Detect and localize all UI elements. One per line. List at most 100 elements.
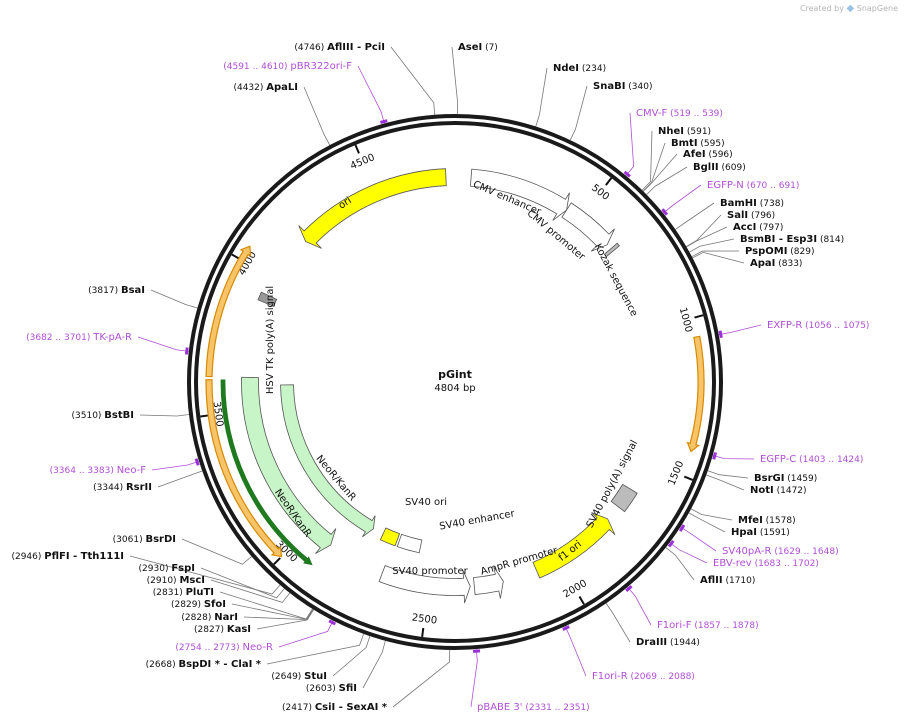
site-label-kasi[interactable]: (2827) KasI: [194, 624, 251, 635]
feature-cmv-promoter[interactable]: [561, 202, 615, 252]
site-label-hpai[interactable]: HpaI (1591): [731, 527, 790, 538]
site-label-nari[interactable]: (2828) NarI: [181, 612, 238, 623]
feature-sv40-poly-a-signal[interactable]: [610, 483, 638, 513]
primer-name: pBABE 3': [477, 702, 523, 713]
leader-line: [219, 591, 313, 620]
watermark-brand: SnapGene: [856, 4, 898, 13]
site-name: StuI: [304, 671, 327, 682]
site-labels: (4746) AflIII - PciI AseI (7) NdeI (234) Sn…: [11, 42, 869, 713]
site-label-sali[interactable]: SalI (796): [727, 210, 775, 221]
primer-label-tk-pa-r[interactable]: (3682 .. 3701) TK-pA-R: [26, 332, 132, 343]
site-label-snabi[interactable]: SnaBI (340): [593, 81, 652, 92]
leader-line: [451, 46, 458, 115]
site-label-sfoi[interactable]: (2829) SfoI: [171, 599, 226, 610]
primer-label-ebv-rev[interactable]: EBV-rev (1683 .. 1702): [713, 558, 819, 569]
feature-neor-kanr[interactable]: [241, 376, 337, 554]
primer-label-pbabe-3[interactable]: pBABE 3' (2331 .. 2351): [477, 702, 590, 713]
site-pos: (814): [817, 235, 844, 245]
site-label-rsrii[interactable]: (3344) RsrII: [93, 482, 152, 493]
feature-hsv-tk-poly-a-signal[interactable]: [257, 291, 278, 307]
site-label-aflii[interactable]: AflII (1710): [700, 575, 755, 586]
site-label-bsrgi[interactable]: BsrGI (1459): [754, 473, 817, 484]
site-label-msci[interactable]: (2910) MscI: [147, 575, 205, 586]
site-label-apai[interactable]: ApaI (833): [750, 258, 802, 269]
leader-line: [643, 153, 678, 192]
site-pos: (4432): [233, 83, 266, 93]
site-label-bstbi[interactable]: (3510) BstBI: [72, 410, 135, 421]
site-label-afliii[interactable]: (4746) AflIII - PciI: [294, 42, 385, 53]
site-label-ndei[interactable]: NdeI (234): [553, 63, 606, 74]
site-label-fspi[interactable]: (2930) FspI: [139, 563, 195, 574]
feature-egfp[interactable]: [686, 335, 705, 453]
feature-ori[interactable]: [298, 168, 447, 249]
tick-label: 1000: [677, 306, 694, 333]
site-label-draiii[interactable]: DraIII (1944): [636, 637, 700, 648]
site-label-pspomi[interactable]: PspOMI (829): [745, 246, 815, 257]
site-label-csii[interactable]: (2417) CsiI - SexAI *: [282, 702, 388, 713]
primer-label-cmv-f[interactable]: CMV-F (519 .. 539): [636, 108, 723, 119]
feature-sv40-enhancer[interactable]: [396, 533, 423, 554]
primer-label-egfp-c[interactable]: EGFP-C (1403 .. 1424): [760, 454, 863, 465]
site-pos: (2827): [194, 625, 227, 635]
site-name: AseI: [458, 42, 482, 53]
site-label-bsmbi[interactable]: BsmBI - Esp3I (814): [740, 234, 844, 245]
site-pos: (3344): [93, 483, 126, 493]
site-label-bamhi[interactable]: BamHI (738): [720, 198, 784, 209]
primer-label-f1ori-r[interactable]: F1ori-R (2069 .. 2088): [592, 671, 695, 682]
feature-f1-ori[interactable]: [532, 512, 616, 579]
primer-mark-f1ori-r: [562, 625, 570, 631]
feature-neor-kanr-inner[interactable]: [220, 379, 313, 566]
site-label-mfei[interactable]: MfeI (1578): [738, 515, 796, 526]
primer-label-sv40pa-r[interactable]: SV40pA-R (1629 .. 1648): [722, 546, 839, 557]
site-name: SfoI: [204, 599, 226, 610]
leader-line: [707, 470, 749, 479]
feature-neor-kanr[interactable]: [280, 384, 376, 538]
primer-label-neo-r[interactable]: (2754 .. 2773) Neo-R: [175, 642, 273, 653]
site-pos: (1710): [723, 576, 756, 586]
site-label-sfii[interactable]: (2603) SfiI: [306, 683, 357, 694]
site-label-bmti[interactable]: BmtI (595): [671, 138, 725, 149]
site-name: BsrGI: [754, 473, 784, 484]
primer-label-f1ori-f[interactable]: F1ori-F (1857 .. 1878): [657, 620, 759, 631]
site-name2: - PciI: [353, 42, 385, 53]
feature-sv40-ori[interactable]: [379, 527, 401, 547]
feature-egfp[interactable]: [205, 245, 252, 378]
site-name: MscI: [179, 575, 205, 586]
primer-label-egfp-n[interactable]: EGFP-N (670 .. 691): [707, 180, 799, 191]
site-label-bspdi[interactable]: (2668) BspDI * - ClaI *: [146, 659, 262, 670]
features: [205, 168, 705, 604]
primer-pos: (519 .. 539): [667, 109, 723, 119]
feature-sv40-promoter[interactable]: [378, 565, 471, 604]
site-label-asei[interactable]: AseI (7): [458, 42, 498, 53]
site-label-bsrdi[interactable]: (3061) BsrDI: [113, 534, 176, 545]
primer-label-pbr322ori-f[interactable]: (4591 .. 4610) pBR322ori-F: [223, 61, 352, 72]
site-label-nhei[interactable]: NheI (591): [658, 126, 711, 137]
site-label-acci[interactable]: AccI (797): [733, 222, 783, 233]
site-label-bsai[interactable]: (3817) BsaI: [88, 285, 145, 296]
site-pos: (2649): [271, 672, 304, 682]
feature-kozak-sequence[interactable]: [603, 242, 620, 258]
site-name: MfeI: [738, 515, 763, 526]
site-name: NdeI: [553, 63, 579, 74]
site-name: SnaBI: [593, 81, 625, 92]
feature-ampr-promoter[interactable]: [473, 566, 504, 599]
leader-line: [686, 214, 722, 247]
leader-line: [686, 226, 728, 248]
leader-line: [625, 112, 635, 176]
site-pos: (340): [625, 82, 652, 92]
primer-label-neo-f[interactable]: (3364 .. 3383) Neo-F: [50, 465, 147, 476]
site-label-noti[interactable]: NotI (1472): [750, 485, 807, 496]
leader-line: [718, 324, 762, 335]
site-label-stui[interactable]: (2649) StuI: [271, 671, 327, 682]
primer-label-exfp-r[interactable]: EXFP-R (1056 .. 1075): [767, 320, 869, 331]
site-pos: (2946): [11, 552, 44, 562]
site-label-afei[interactable]: AfeI (596): [683, 149, 733, 160]
site-label-bglii[interactable]: BglII (609): [693, 162, 746, 173]
site-label-apali[interactable]: (4432) ApaLI: [233, 82, 298, 93]
site-label-pluti[interactable]: (2831) PluTI: [153, 587, 214, 598]
feature-label-sv40-poly-a-signal: SV40 poly(A) signal: [585, 439, 641, 530]
feature-egfp[interactable]: [205, 379, 283, 558]
watermark-prefix: Created by: [799, 4, 844, 13]
leader-line: [137, 336, 189, 352]
site-label-pflfi[interactable]: (2946) PflFI - Tth111I: [11, 551, 124, 562]
